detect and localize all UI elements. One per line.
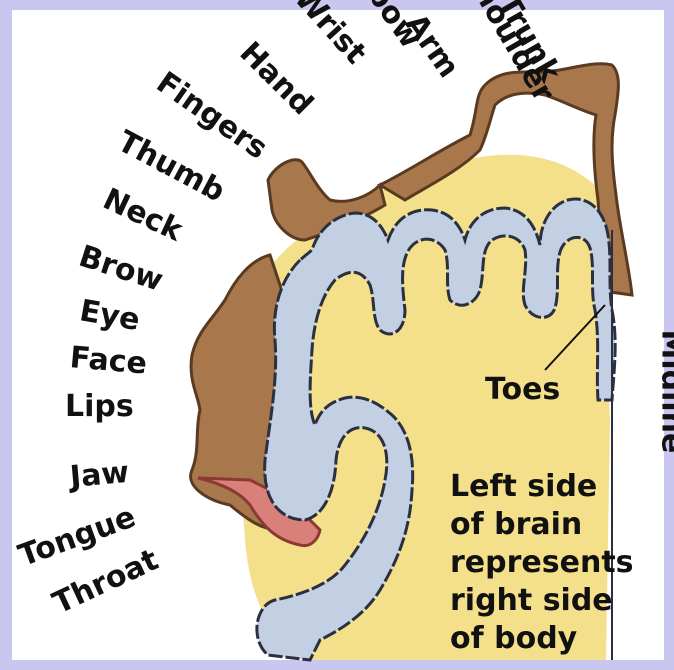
- caption: Left side of brain represents right side…: [450, 468, 634, 658]
- label-jaw: Jaw: [68, 455, 130, 495]
- label-toes: Toes: [485, 372, 560, 407]
- label-midline: Midline: [655, 330, 674, 454]
- caption-line-3: represents: [450, 544, 634, 582]
- caption-line-2: of brain: [450, 506, 634, 544]
- label-lips: Lips: [65, 389, 134, 424]
- caption-line-5: of body: [450, 620, 634, 658]
- caption-line-4: right side: [450, 582, 634, 620]
- label-face: Face: [68, 340, 148, 382]
- caption-line-1: Left side: [450, 468, 634, 506]
